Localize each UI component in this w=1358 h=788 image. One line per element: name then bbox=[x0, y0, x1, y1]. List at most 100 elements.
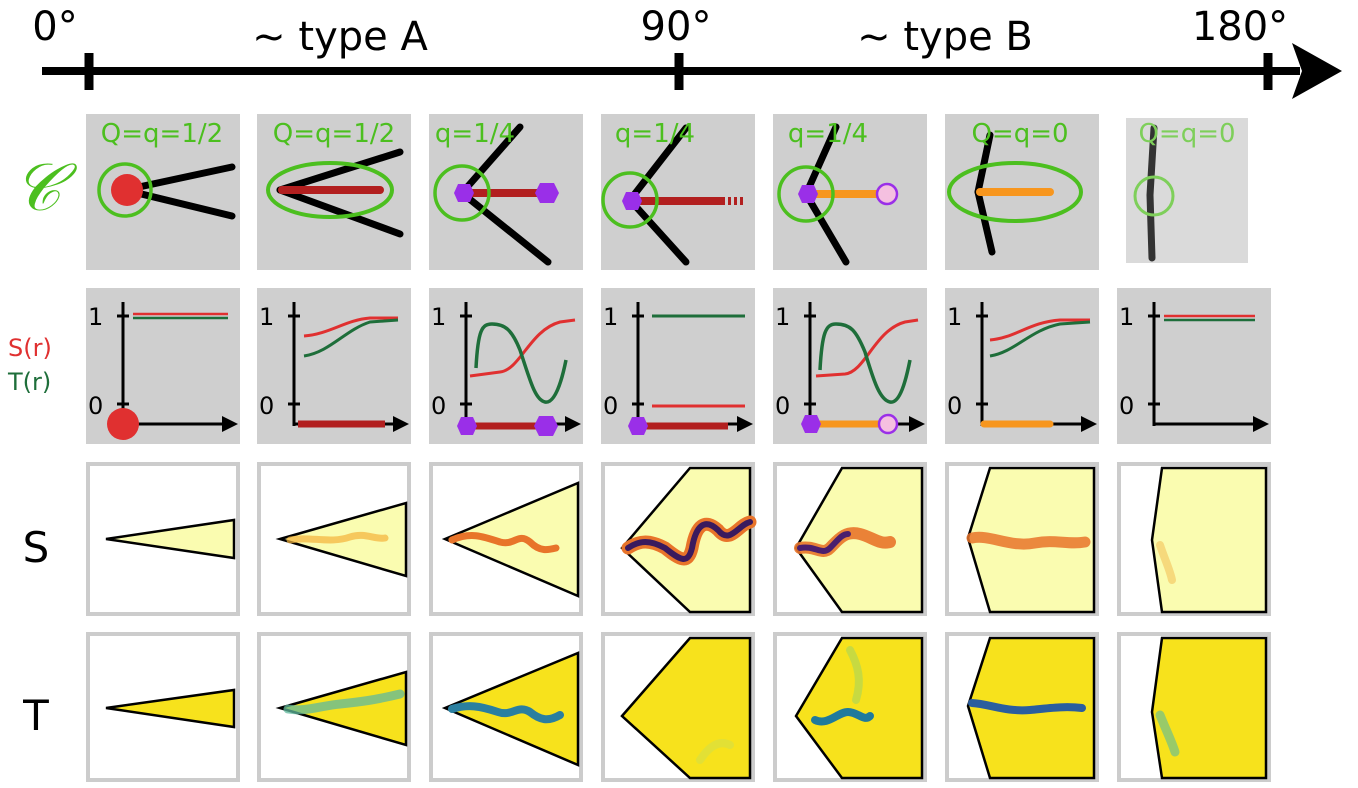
t-panel-1 bbox=[86, 632, 240, 782]
tick-one: 1 bbox=[775, 303, 790, 331]
defect-trace bbox=[811, 707, 874, 726]
defect-end-open bbox=[875, 182, 899, 206]
row-t bbox=[86, 632, 1271, 782]
c-charge-label: q=1/4 bbox=[435, 119, 515, 149]
wedge-arm bbox=[458, 189, 552, 266]
defect-trace-faint bbox=[846, 646, 863, 704]
defect-end bbox=[801, 415, 821, 433]
defect-trace bbox=[448, 532, 560, 554]
row-c: Q=q=1/2 Q=q=1/2 q=1/4 bbox=[86, 114, 1248, 270]
profile-panel-4: 1 0 bbox=[601, 288, 755, 444]
x-arrowhead bbox=[222, 416, 238, 432]
row-label-t: T bbox=[22, 691, 49, 740]
defect-end bbox=[454, 184, 474, 202]
c-charge-label: q=1/4 bbox=[615, 119, 695, 149]
region-type-b: ~ type B bbox=[857, 14, 1033, 60]
tick-one: 1 bbox=[1119, 303, 1134, 331]
t-curve bbox=[474, 322, 568, 404]
panel-bg bbox=[1117, 288, 1271, 444]
t-curve bbox=[818, 322, 912, 404]
row-label-t-of-r: T(r) bbox=[7, 368, 51, 396]
wedge-field bbox=[1150, 636, 1268, 780]
wedge-arm bbox=[626, 196, 690, 266]
c-charge-label: Q=q=0 bbox=[971, 119, 1068, 149]
row-label-c: 𝒞 bbox=[13, 149, 78, 226]
x-arrowhead bbox=[565, 416, 581, 432]
axis-arrowhead bbox=[1292, 43, 1342, 99]
panel-bg bbox=[1126, 118, 1248, 263]
panel-bg bbox=[601, 288, 755, 444]
s-curve bbox=[989, 318, 1090, 342]
wedge-arm bbox=[802, 123, 840, 198]
defect-end bbox=[628, 417, 648, 435]
tick-zero: 0 bbox=[603, 392, 618, 420]
t-panel-3 bbox=[429, 632, 583, 782]
defect-end bbox=[534, 416, 558, 436]
s-panel-2 bbox=[257, 462, 411, 616]
defect-end bbox=[798, 185, 818, 203]
wedge-arm bbox=[974, 131, 994, 196]
defect-end bbox=[535, 183, 559, 203]
s-panel-6 bbox=[945, 462, 1099, 616]
c-panel-7: Q=q=0 bbox=[1126, 118, 1248, 263]
x-arrowhead bbox=[1253, 416, 1269, 432]
defect-end-open bbox=[877, 413, 899, 435]
c-charge-label: Q=q=0 bbox=[1138, 119, 1235, 149]
profile-panel-5: 1 0 bbox=[773, 288, 927, 444]
region-type-a: ~ type A bbox=[252, 14, 428, 60]
row-label-s: S bbox=[23, 523, 50, 572]
wedge-arm bbox=[121, 186, 236, 220]
profile-panel-3: 1 0 bbox=[429, 288, 583, 444]
x-arrowhead bbox=[909, 416, 925, 432]
defect-trace bbox=[283, 689, 405, 715]
c-panel-2: Q=q=1/2 bbox=[257, 114, 411, 270]
t-panel-6 bbox=[945, 632, 1099, 782]
loop-c bbox=[266, 161, 394, 219]
c-panel-4: q=1/4 bbox=[601, 114, 755, 270]
tick-one: 1 bbox=[603, 303, 618, 331]
defect-trace bbox=[966, 531, 1091, 550]
wedge-arm bbox=[276, 186, 404, 238]
defect-end bbox=[622, 192, 642, 210]
wedge-field bbox=[620, 466, 752, 614]
wedge-field bbox=[794, 466, 924, 614]
s-curve bbox=[469, 318, 576, 378]
t-panel-5 bbox=[773, 632, 927, 782]
defect-trace bbox=[797, 531, 851, 554]
x-arrowhead bbox=[393, 416, 409, 432]
wedge-field bbox=[275, 670, 408, 747]
tick-label-180: 180° bbox=[1192, 4, 1288, 50]
row-profiles: 1 0 1 0 1 0 bbox=[86, 288, 1271, 444]
panel-bg bbox=[257, 288, 411, 444]
row-label-s-of-r: S(r) bbox=[8, 334, 52, 362]
defect-trace bbox=[625, 519, 753, 562]
defect-trace bbox=[286, 531, 389, 544]
x-arrowhead bbox=[737, 416, 753, 432]
tick-one: 1 bbox=[431, 303, 446, 331]
loop-c bbox=[97, 162, 153, 218]
tick-label-90: 90° bbox=[641, 4, 712, 50]
c-panel-3: q=1/4 bbox=[429, 114, 583, 270]
defect-trace bbox=[696, 739, 734, 764]
defect-trace bbox=[1155, 710, 1180, 757]
t-panel-2 bbox=[257, 632, 411, 782]
defect-point bbox=[111, 174, 143, 206]
loop-c bbox=[433, 164, 491, 222]
t-curve bbox=[303, 318, 399, 358]
c-charge-label: q=1/4 bbox=[788, 119, 868, 149]
c-panel-6: Q=q=0 bbox=[945, 114, 1099, 270]
t-panel-4 bbox=[601, 632, 755, 782]
wedge-arm bbox=[458, 123, 524, 197]
s-curve bbox=[303, 316, 398, 338]
row-s bbox=[86, 462, 1271, 616]
tick-one: 1 bbox=[88, 303, 103, 331]
defect-end bbox=[457, 417, 477, 435]
tick-zero: 0 bbox=[775, 392, 790, 420]
wedge-arm bbox=[802, 190, 850, 266]
defect-trace bbox=[1156, 541, 1176, 584]
tick-one: 1 bbox=[259, 303, 274, 331]
wedge-arm bbox=[1146, 124, 1158, 262]
t-curve bbox=[989, 320, 1091, 358]
loop-c bbox=[777, 165, 835, 223]
tick-zero: 0 bbox=[1119, 392, 1134, 420]
